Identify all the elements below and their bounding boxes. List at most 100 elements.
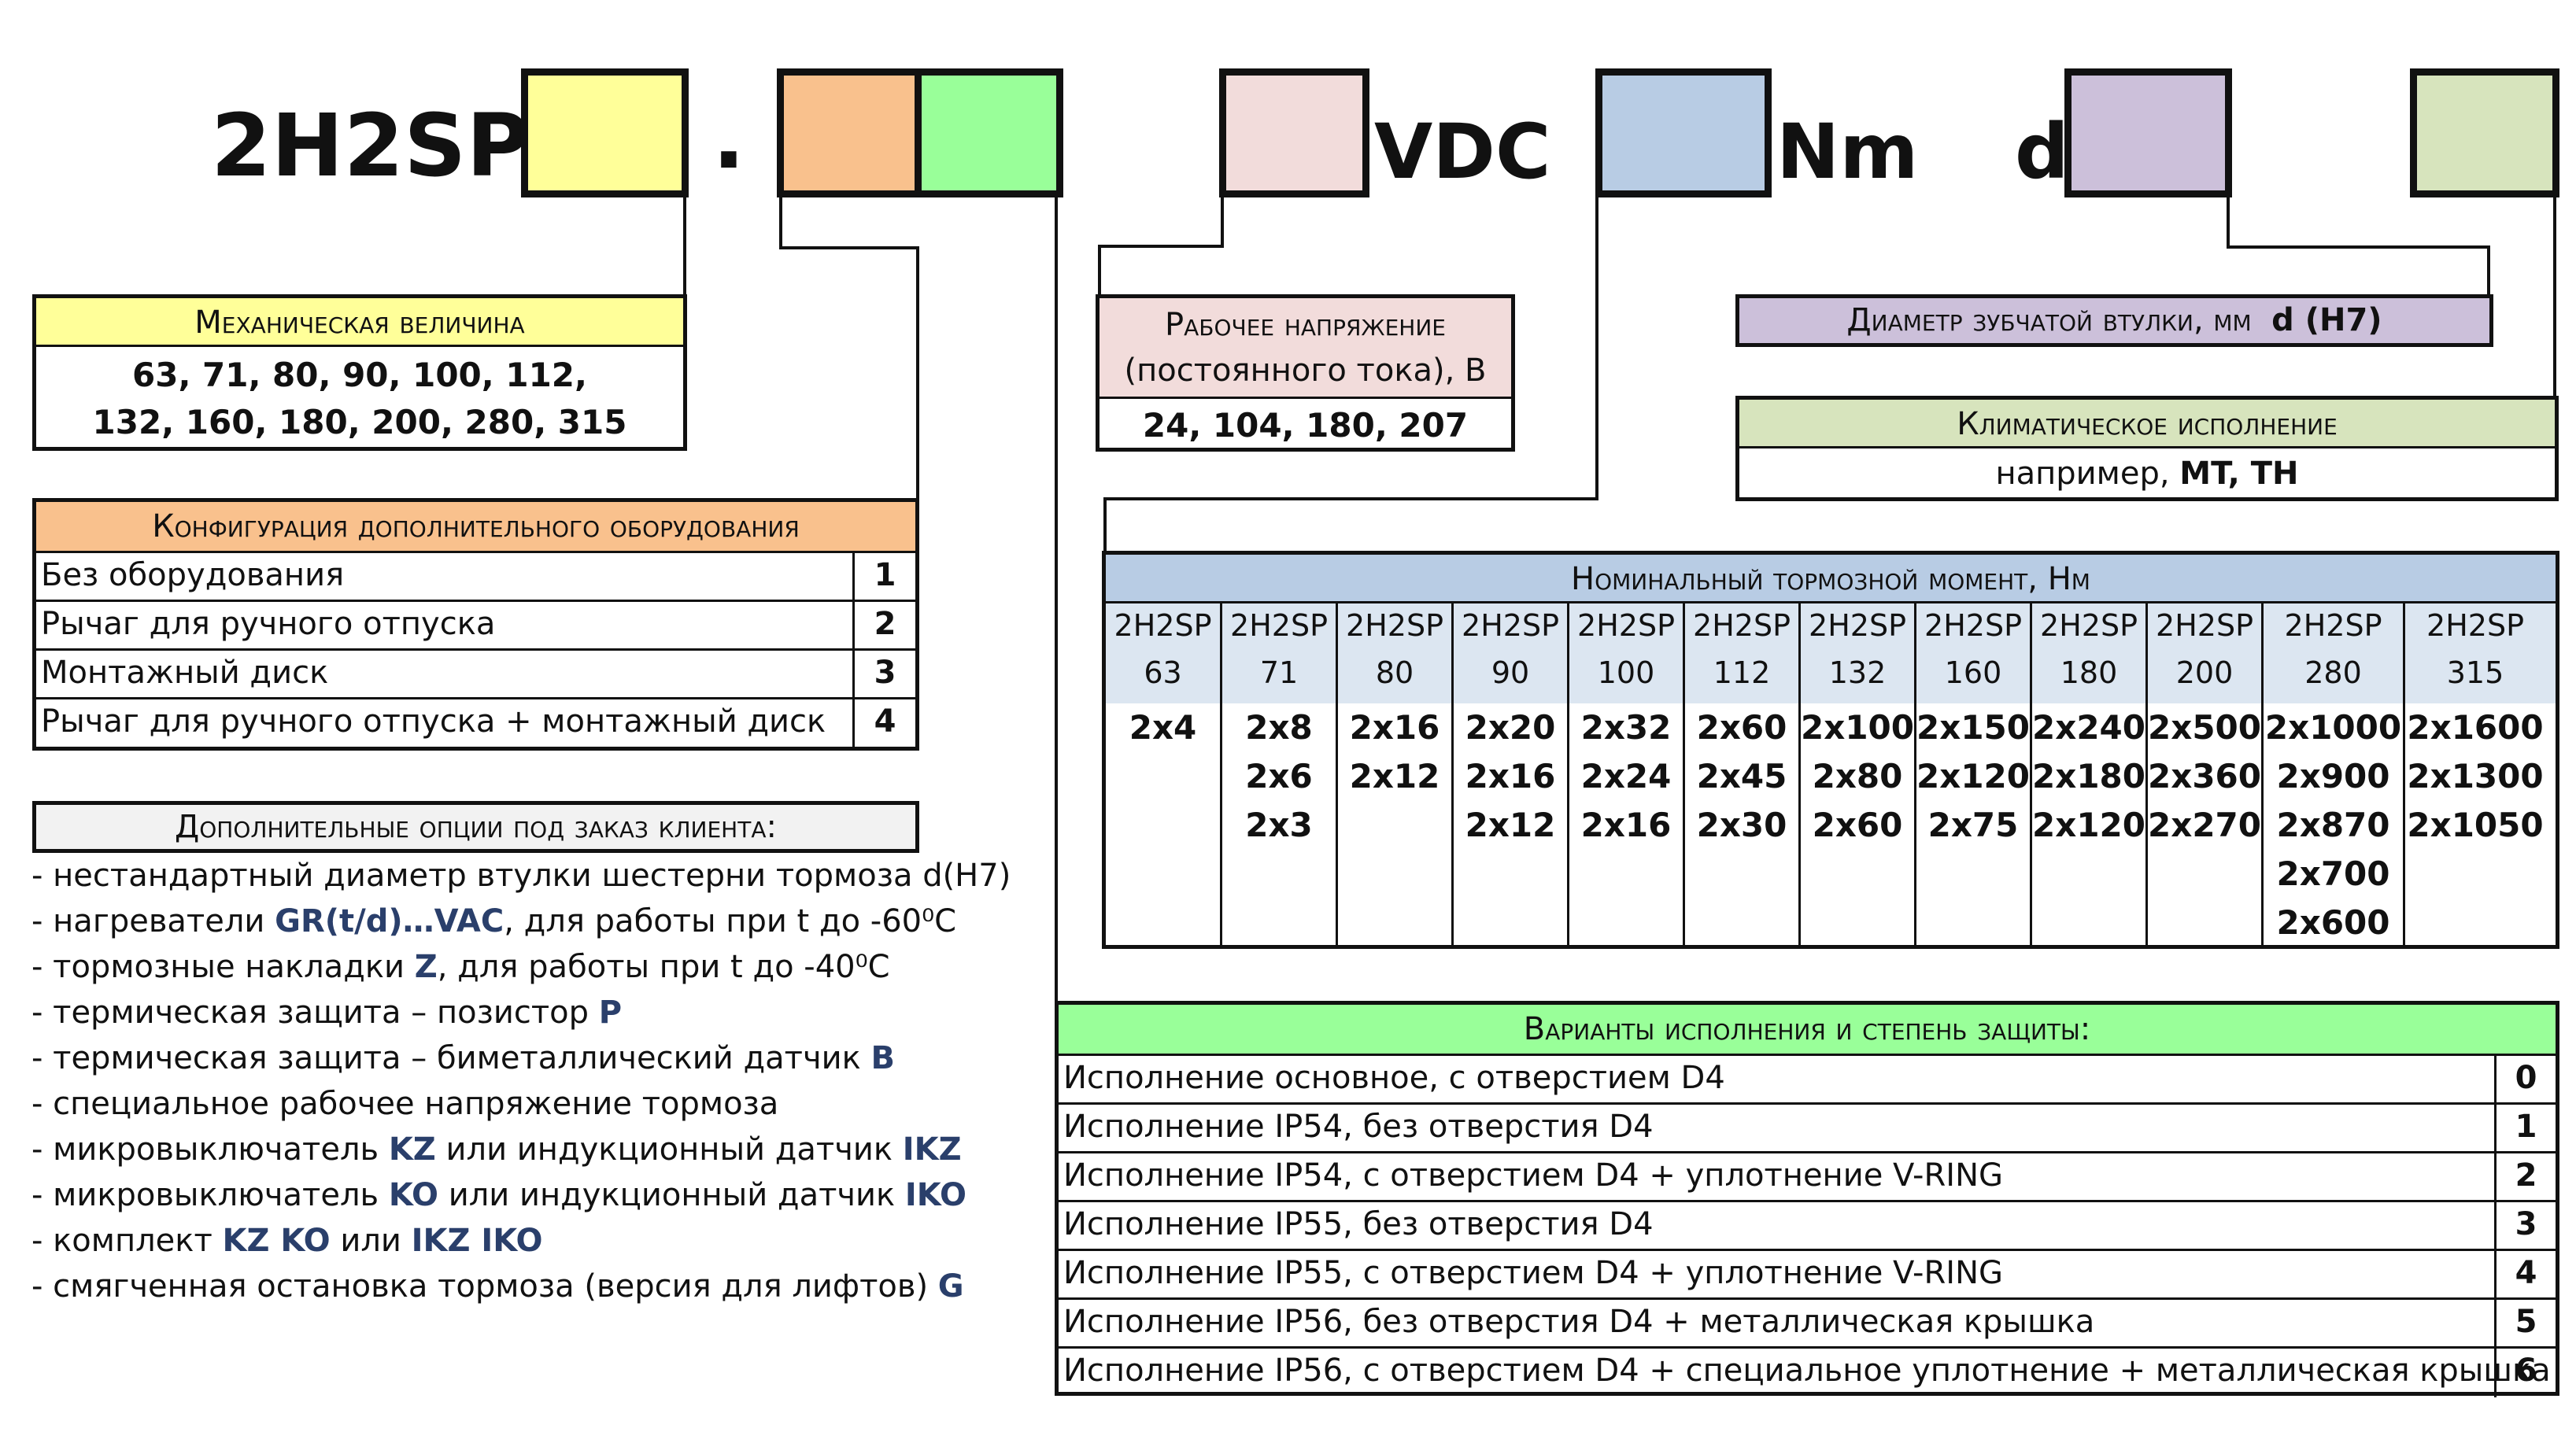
variant-row[interactable]: Исполнение IP54, с отверстием D4 + уплот… bbox=[1059, 1151, 2556, 1202]
config-row[interactable]: Рычаг для ручного отпуска + монтажный ди… bbox=[36, 697, 915, 749]
option-item: - смягченная остановка тормоза (версия д… bbox=[31, 1268, 964, 1305]
variant-row-num: 0 bbox=[2494, 1056, 2556, 1105]
variant-row-num: 1 bbox=[2494, 1105, 2556, 1153]
diameter-header: Диаметр зубчатой втулки, мм d (H7) bbox=[1846, 302, 2382, 338]
torque-column-size: 80 bbox=[1375, 655, 1414, 690]
torque-value: 2x60 bbox=[1696, 708, 1787, 747]
voltage-values: 24, 104, 180, 207 bbox=[1142, 406, 1469, 445]
torque-value: 2x500 bbox=[2148, 708, 2261, 747]
mech-header: Механическая величина bbox=[36, 298, 683, 347]
torque-value: 2x45 bbox=[1696, 757, 1787, 795]
torque-value: 2x600 bbox=[2276, 903, 2390, 942]
climate-panel: Климатическое исполнение например, MT, T… bbox=[1735, 396, 2559, 501]
torque-column-model: 2H2SP bbox=[1924, 608, 2022, 643]
torque-value: 2x6 bbox=[1245, 757, 1313, 795]
voltage-header: Рабочее напряжение (постоянного тока), В bbox=[1100, 298, 1511, 399]
variant-row[interactable]: Исполнение IP56, с отверстием D4 + специ… bbox=[1059, 1346, 2556, 1397]
config-panel: Конфигурация дополнительного оборудовани… bbox=[32, 498, 919, 751]
connector-voltage-v1 bbox=[1221, 197, 1224, 248]
code-dot: . bbox=[712, 87, 745, 188]
connector-torque-v1 bbox=[1595, 197, 1598, 500]
torque-value: 2x32 bbox=[1580, 708, 1672, 747]
mech-line-2: 132, 160, 180, 200, 280, 315 bbox=[92, 403, 627, 441]
climate-header: Климатическое исполнение bbox=[1739, 400, 2555, 448]
config-row-label: Рычаг для ручного отпуска bbox=[41, 606, 496, 642]
torque-value: 2x12 bbox=[1465, 806, 1556, 844]
torque-value: 2x700 bbox=[2276, 854, 2390, 893]
code-vdc: VDC bbox=[1374, 108, 1551, 196]
variant-row-num: 4 bbox=[2494, 1251, 2556, 1300]
torque-value: 2x270 bbox=[2148, 806, 2261, 844]
config-row-num: 2 bbox=[852, 602, 915, 651]
connector-diameter-v1 bbox=[2227, 197, 2230, 249]
variant-row-label: Исполнение IP56, с отверстием D4 + специ… bbox=[1063, 1353, 2551, 1389]
box-voltage[interactable] bbox=[1219, 68, 1369, 197]
torque-column-model: 2H2SP bbox=[1462, 608, 1559, 643]
torque-column-size: 200 bbox=[2175, 655, 2234, 690]
connector-variant bbox=[1055, 197, 1058, 1002]
torque-value: 2x80 bbox=[1812, 757, 1903, 795]
torque-model-band bbox=[1106, 603, 2556, 703]
variant-row-label: Исполнение IP54, без отверстия D4 bbox=[1063, 1109, 1654, 1145]
torque-column-model: 2H2SP bbox=[1693, 608, 1791, 643]
config-row-label: Без оборудования bbox=[41, 557, 345, 593]
variant-row[interactable]: Исполнение IP54, без отверстия D4 1 bbox=[1059, 1102, 2556, 1153]
variant-row[interactable]: Исполнение IP56, без отверстия D4 + мета… bbox=[1059, 1297, 2556, 1349]
voltage-header-line-2: (постоянного тока), В bbox=[1124, 352, 1487, 389]
torque-column-size: 160 bbox=[1944, 655, 2002, 690]
torque-value: 2x1600 bbox=[2407, 708, 2544, 747]
connector-torque-v2 bbox=[1103, 497, 1107, 554]
config-row[interactable]: Монтажный диск 3 bbox=[36, 648, 915, 699]
torque-value: 2x3 bbox=[1245, 806, 1313, 844]
torque-value: 2x20 bbox=[1465, 708, 1556, 747]
torque-value: 2x180 bbox=[2032, 757, 2145, 795]
box-climate[interactable] bbox=[2410, 68, 2559, 197]
option-item: - нагреватели GR(t/d)…VAC, для работы пр… bbox=[31, 903, 957, 939]
config-row-label: Рычаг для ручного отпуска + монтажный ди… bbox=[41, 703, 826, 740]
torque-column-model: 2H2SP bbox=[1230, 608, 1328, 643]
box-config[interactable] bbox=[777, 68, 922, 197]
box-mech[interactable] bbox=[521, 68, 689, 197]
torque-value: 2x360 bbox=[2148, 757, 2261, 795]
torque-column-model: 2H2SP bbox=[1577, 608, 1675, 643]
torque-column: 2H2SP 160 2x150 2x120 2x75 bbox=[1914, 603, 2030, 945]
torque-value: 2x150 bbox=[1916, 708, 2030, 747]
variant-row-label: Исполнение IP54, с отверстием D4 + уплот… bbox=[1063, 1157, 2003, 1194]
config-row[interactable]: Без оборудования 1 bbox=[36, 551, 915, 602]
mech-line-1: 63, 71, 80, 90, 100, 112, bbox=[132, 356, 587, 394]
options-header: Дополнительные опции под заказ клиента: bbox=[32, 801, 919, 853]
connector-config-v2 bbox=[916, 246, 919, 500]
torque-value: 2x120 bbox=[2032, 806, 2145, 844]
option-item: - микровыключатель KO или индукционный д… bbox=[31, 1177, 966, 1213]
box-diameter[interactable] bbox=[2064, 68, 2232, 197]
option-item: - нестандартный диаметр втулки шестерни … bbox=[31, 858, 1011, 894]
diameter-panel: Диаметр зубчатой втулки, мм d (H7) bbox=[1735, 294, 2493, 347]
variant-row[interactable]: Исполнение IP55, с отверстием D4 + уплот… bbox=[1059, 1249, 2556, 1300]
torque-column-size: 280 bbox=[2304, 655, 2362, 690]
config-row-num: 4 bbox=[852, 699, 915, 749]
config-row[interactable]: Рычаг для ручного отпуска 2 bbox=[36, 600, 915, 651]
option-item: - тормозные накладки Z, для работы при t… bbox=[31, 949, 890, 985]
torque-value: 2x120 bbox=[1916, 757, 2030, 795]
code-nm: Nm bbox=[1776, 108, 1919, 196]
option-item: - комплект KZ KO или IKZ IKO bbox=[31, 1223, 543, 1259]
torque-column-model: 2H2SP bbox=[1809, 608, 1906, 643]
torque-value: 2x60 bbox=[1812, 806, 1903, 844]
torque-value: 2x24 bbox=[1580, 757, 1672, 795]
options-header-text: Дополнительные опции под заказ клиента: bbox=[175, 809, 777, 845]
torque-value: 2x240 bbox=[2032, 708, 2145, 747]
torque-value: 2x870 bbox=[2276, 806, 2390, 844]
option-item: - термическая защита – биметаллический д… bbox=[31, 1040, 895, 1076]
torque-value: 2x900 bbox=[2276, 757, 2390, 795]
box-variant[interactable] bbox=[915, 68, 1063, 197]
torque-value: 2x75 bbox=[1927, 806, 2019, 844]
box-torque[interactable] bbox=[1595, 68, 1772, 197]
config-header: Конфигурация дополнительного оборудовани… bbox=[36, 502, 915, 551]
